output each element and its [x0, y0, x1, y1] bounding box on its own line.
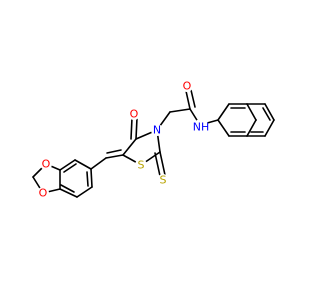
structure-drawing: O O O O S S N NH	[32, 80, 275, 200]
nitrogen-atom-amide: NH	[193, 119, 210, 135]
atom-symbol: S	[138, 159, 145, 172]
molecule-diagram: O O O O S S N NH	[32, 79, 275, 200]
oxygen-atom-amide: O	[181, 80, 193, 93]
sulfur-atom-ring: S	[135, 159, 147, 172]
atom-symbol: S	[160, 174, 167, 187]
atom-label-layer: O O O O S S N NH	[37, 80, 209, 200]
atom-symbol: O	[42, 158, 51, 171]
bond-layer	[32, 89, 275, 198]
atom-symbol: O	[130, 108, 139, 121]
oxygen-atom-benzodioxole-bottom: O	[37, 187, 49, 200]
oxygen-atom-ring-carbonyl: O	[128, 108, 140, 121]
atom-symbol: O	[39, 187, 48, 200]
atom-symbol: N	[153, 124, 161, 137]
atom-symbol: NH	[193, 121, 210, 134]
atom-symbol: O	[183, 80, 192, 93]
oxygen-atom-benzodioxole-top: O	[40, 158, 52, 171]
nitrogen-atom-ring: N	[151, 124, 163, 137]
sulfur-atom-thione: S	[157, 174, 169, 187]
